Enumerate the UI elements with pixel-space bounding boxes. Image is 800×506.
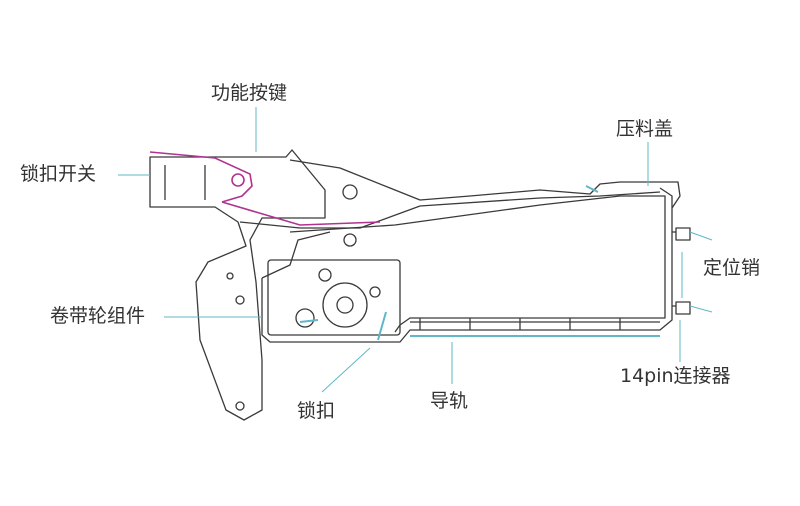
- handle-plate: [149, 149, 326, 421]
- label-press-cover: 压料盖: [616, 118, 674, 140]
- feeder-body: [261, 187, 673, 343]
- label-pin-connector: 14pin连接器: [620, 365, 731, 387]
- label-function-key: 功能按键: [211, 82, 288, 104]
- leader-positioning-pin: [681, 231, 713, 313]
- feeder-top-body: [289, 159, 681, 209]
- label-guide-rail: 导轨: [430, 390, 469, 412]
- gear-box: [267, 259, 401, 336]
- pin-top: [675, 227, 691, 241]
- label-reel-assembly: 卷带轮组件: [50, 305, 146, 327]
- pin-bottom: [675, 301, 691, 315]
- gear: [322, 282, 368, 328]
- label-lock-switch: 锁扣开关: [20, 163, 97, 185]
- leader-lock-buckle: [321, 347, 371, 393]
- lock-switch-lever: [149, 151, 253, 203]
- label-positioning-pin: 定位销: [703, 257, 761, 279]
- label-lock-buckle: 锁扣: [297, 400, 336, 422]
